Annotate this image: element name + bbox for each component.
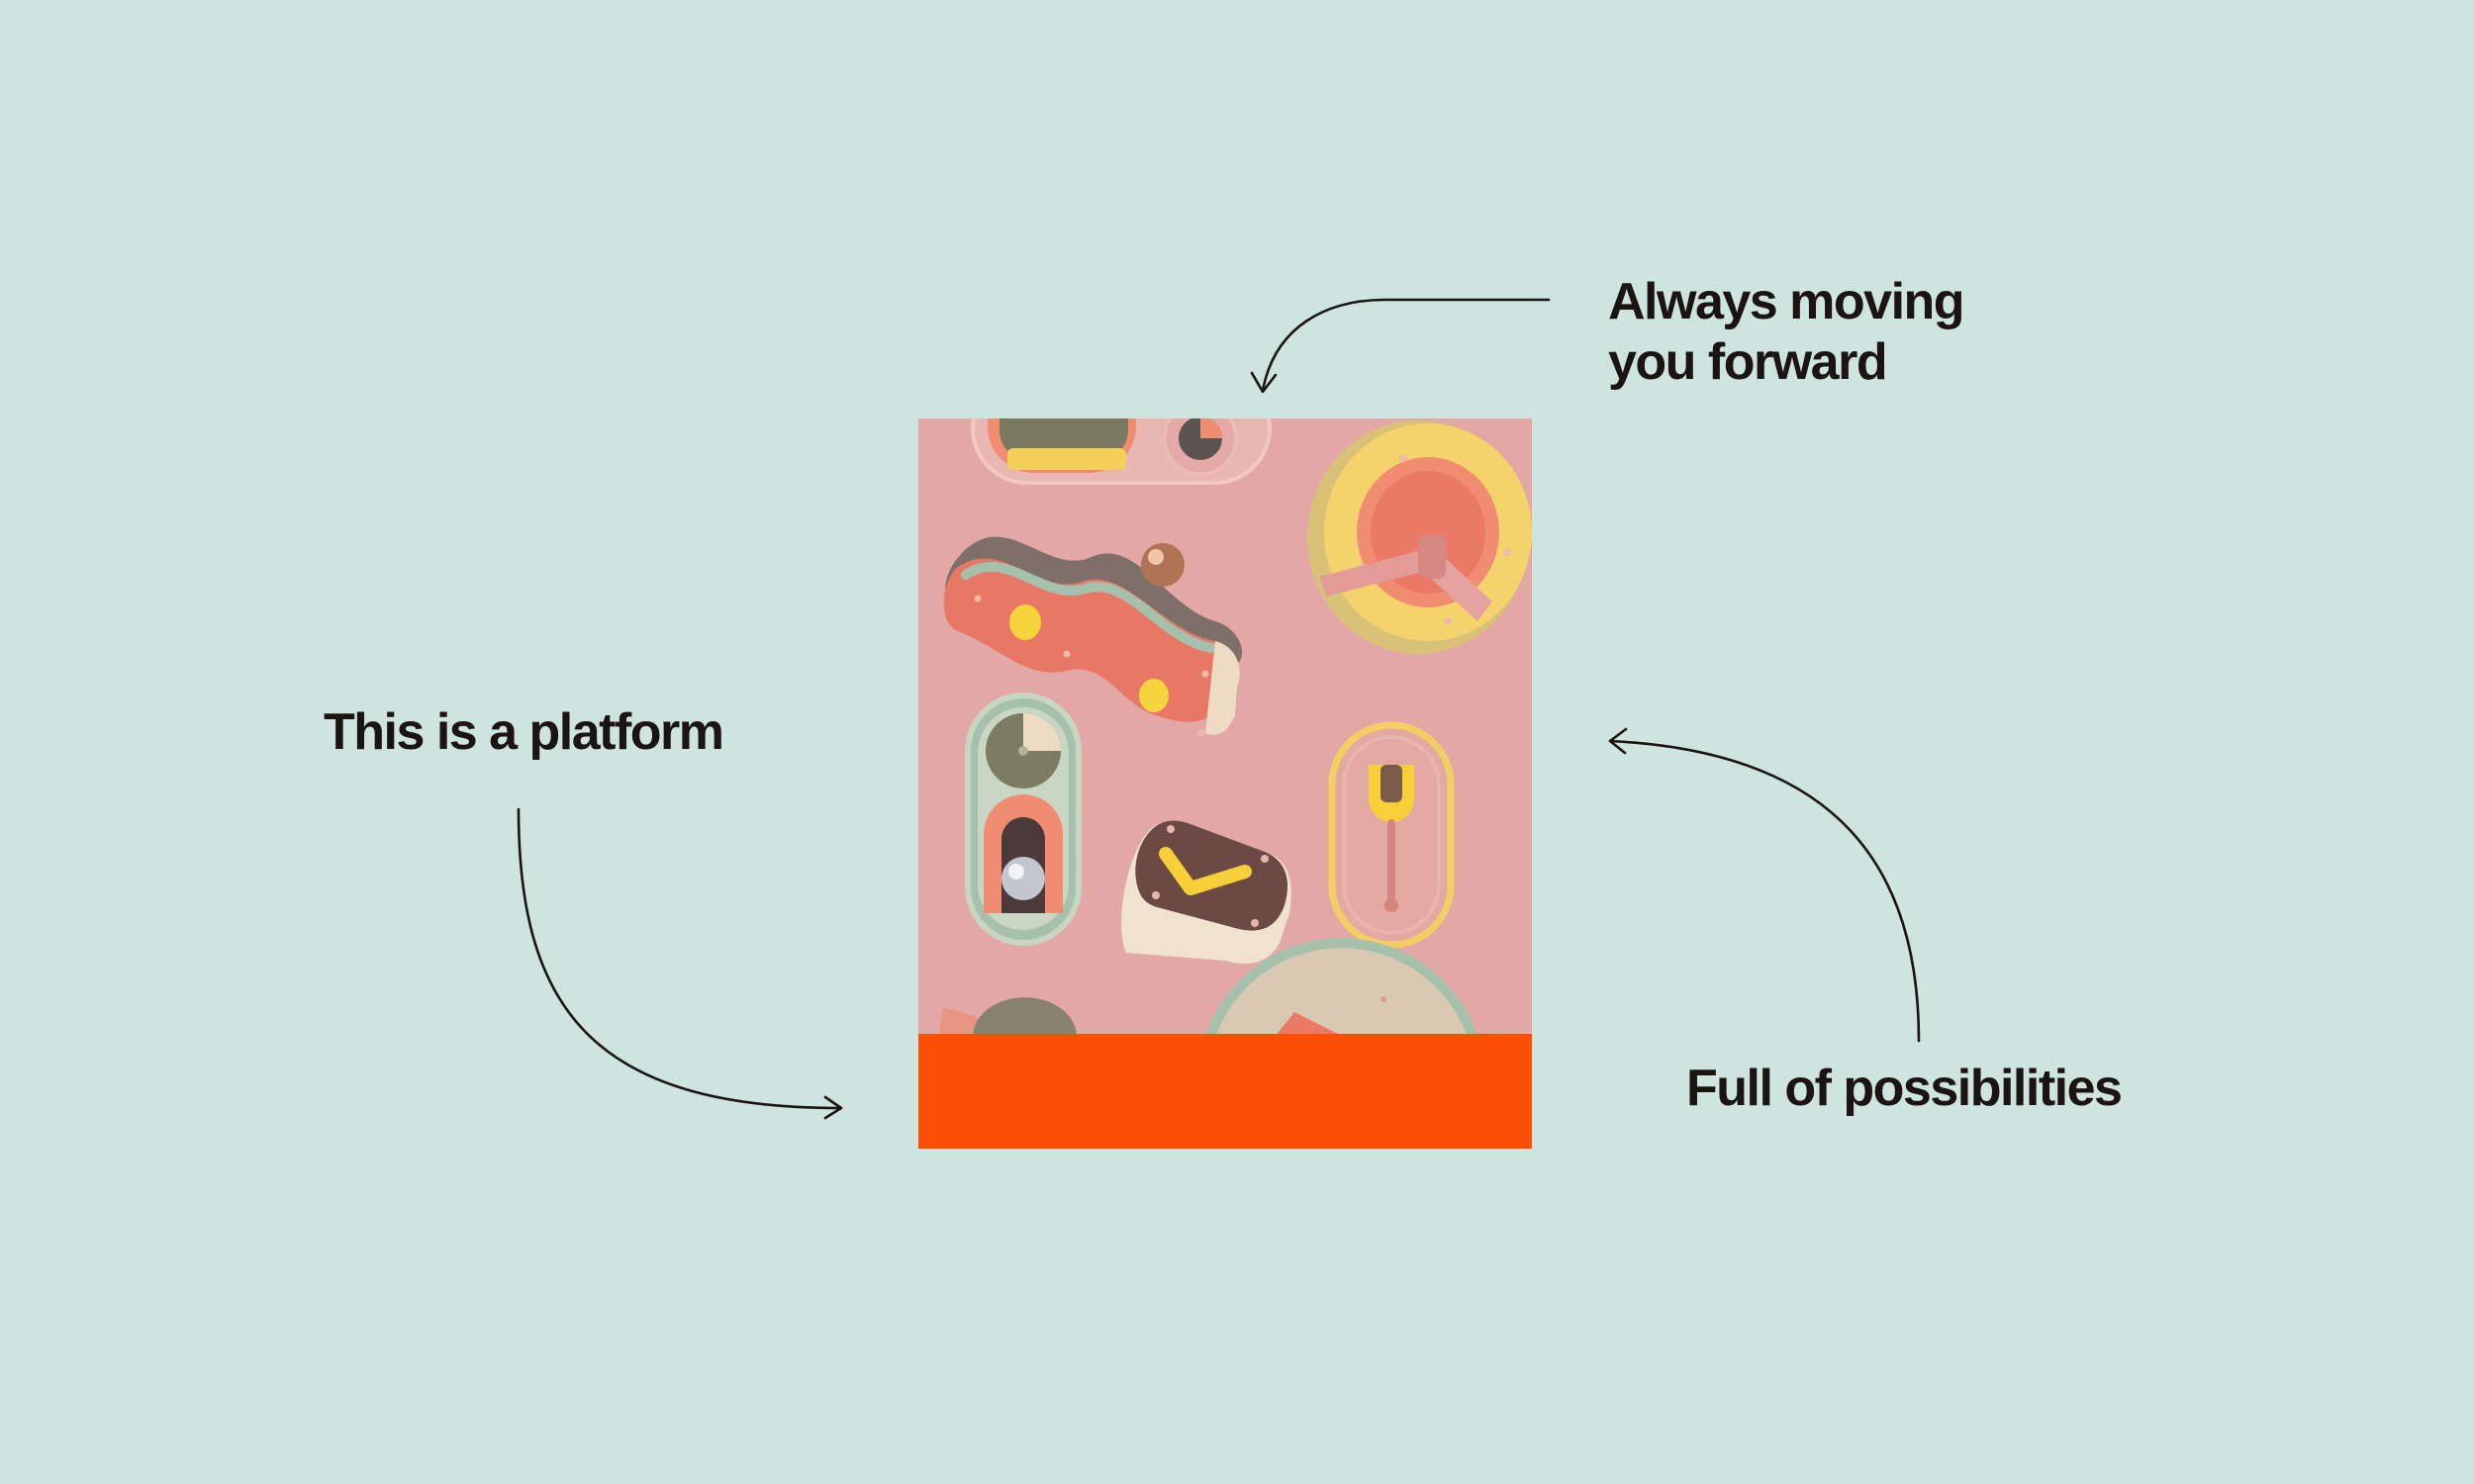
top-capsule-tray xyxy=(971,418,1272,485)
caption-full-of-possibilities: Full of possibilities xyxy=(1686,1060,2123,1117)
arrow-right xyxy=(1608,727,1921,1043)
wavy-piece xyxy=(943,536,1243,737)
checkmark-block xyxy=(1121,820,1291,964)
arrow-top xyxy=(1250,298,1551,394)
arrow-left xyxy=(517,807,843,1120)
bottom-partial-shapes xyxy=(938,938,1477,1039)
caption-this-is-a-platform: This is a platform xyxy=(324,703,724,761)
pill-with-fork xyxy=(1328,721,1455,949)
caption-top-line-2: you forward xyxy=(1608,333,1888,391)
sage-capsule xyxy=(965,693,1082,946)
orange-strip xyxy=(918,1034,1532,1149)
yellow-dial xyxy=(1307,420,1532,654)
caption-top-line-1: Always moving xyxy=(1608,273,1965,330)
toy-shapes-illustration xyxy=(918,418,1532,1149)
caption-always-moving: Always moving you forward xyxy=(1608,272,1965,393)
artwork-image xyxy=(918,418,1532,1149)
